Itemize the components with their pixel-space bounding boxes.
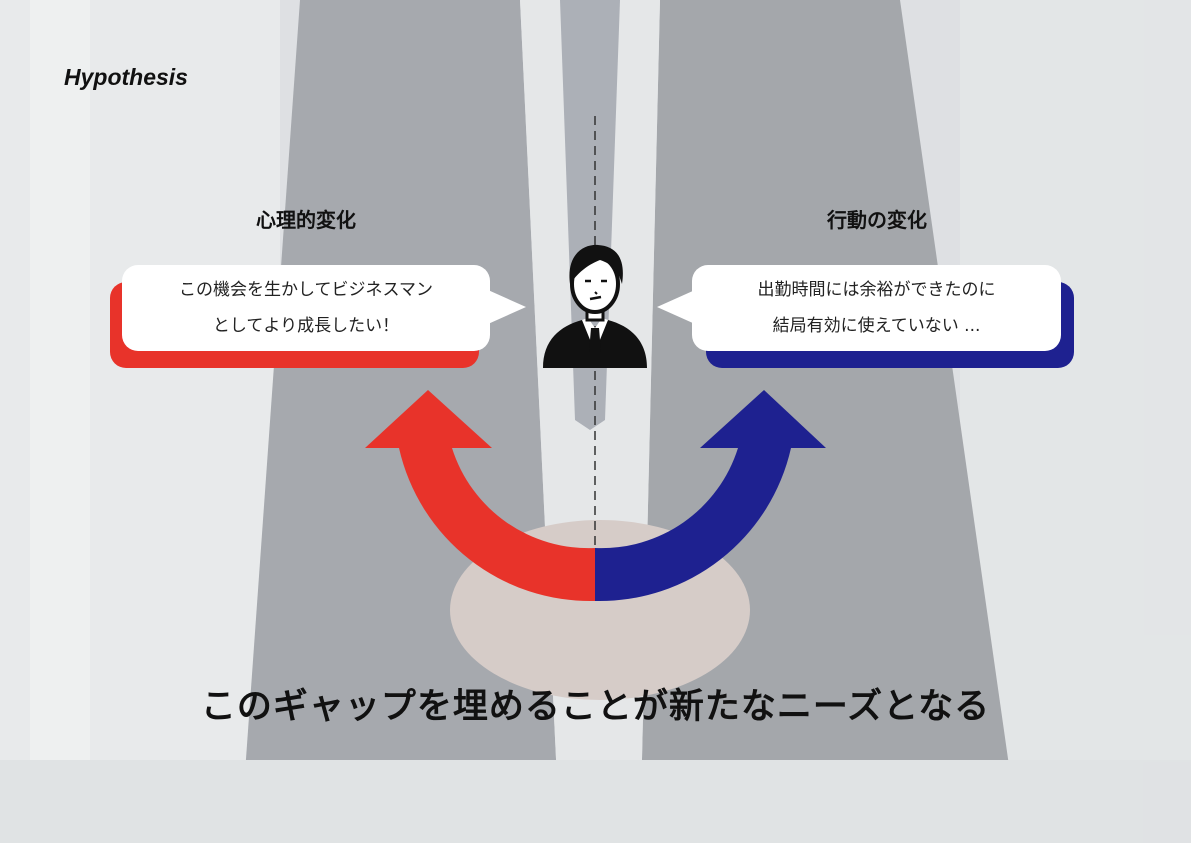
right-speech-bubble: 出勤時間には余裕ができたのに 結局有効に使えていない ... <box>692 265 1061 351</box>
section-heading: Hypothesis <box>64 64 188 90</box>
left-curved-arrow <box>365 390 595 602</box>
businessman-icon <box>543 244 647 368</box>
conclusion-tagline: このギャップを埋めることが新たなニーズとなる <box>200 687 991 727</box>
left-bubble-pointer <box>488 290 526 324</box>
right-bubble-pointer <box>657 290 695 324</box>
left-bubble-line-1: この機会を生かしてビジネスマン <box>179 280 433 300</box>
label-psychological-change: 心理的変化 <box>256 208 356 232</box>
left-speech-bubble: この機会を生かしてビジネスマン としてより成長したい！ <box>122 265 490 351</box>
right-bubble-line-2: 結局有効に使えていない ... <box>772 316 981 336</box>
label-behavioral-change: 行動の変化 <box>827 208 927 232</box>
right-curved-arrow <box>595 390 826 602</box>
left-bubble-line-2: としてより成長したい！ <box>212 316 400 336</box>
right-bubble-line-1: 出勤時間には余裕ができたのに <box>757 280 996 300</box>
